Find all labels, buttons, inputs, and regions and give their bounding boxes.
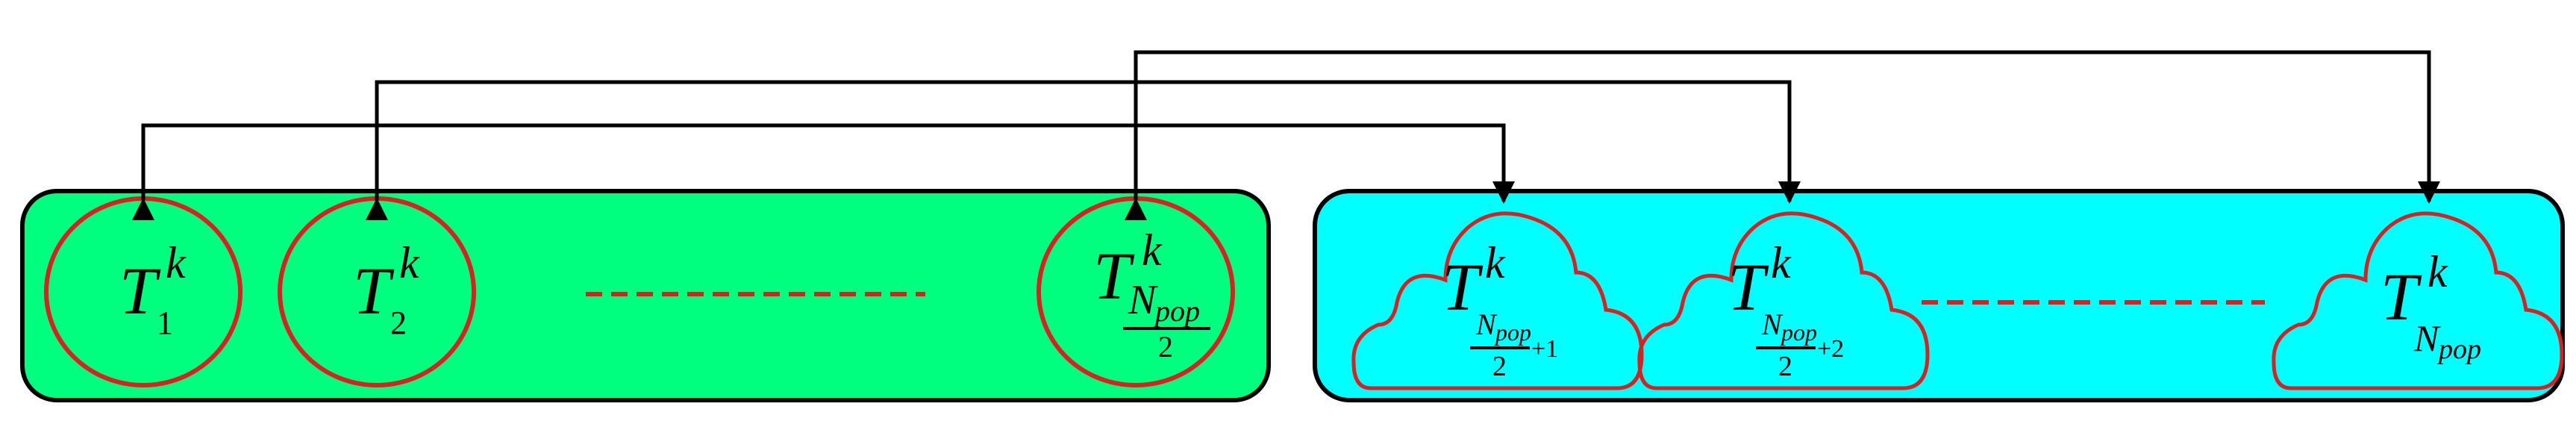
svg-text:2: 2	[1158, 330, 1173, 364]
svg-text:T: T	[2380, 261, 2422, 334]
svg-text:+1: +1	[1531, 335, 1558, 363]
left-node-2-label: T k 2	[353, 238, 420, 341]
connector-3	[1125, 50, 2440, 220]
svg-text:2: 2	[390, 305, 407, 341]
svg-text:1: 1	[157, 305, 173, 341]
svg-text:k: k	[166, 238, 187, 287]
right-node-3-label: T k N pop	[2380, 247, 2481, 365]
svg-text:T: T	[1728, 251, 1769, 325]
svg-text:N: N	[1761, 308, 1783, 341]
svg-text:k: k	[399, 238, 420, 287]
connector-2	[366, 80, 1801, 220]
right-node-1-label: T k N pop 2 +1	[1442, 238, 1558, 382]
connector-1	[132, 123, 1515, 220]
svg-text:pop: pop	[1153, 294, 1200, 328]
svg-text:T: T	[119, 255, 161, 328]
svg-text:pop: pop	[2436, 334, 2481, 365]
svg-text:k: k	[1142, 225, 1163, 275]
svg-text:T: T	[1442, 251, 1484, 325]
left-node-1-label: T k 1	[119, 238, 187, 341]
svg-text:2: 2	[1492, 351, 1507, 382]
svg-text:k: k	[1485, 238, 1506, 287]
svg-text:T: T	[1093, 240, 1135, 314]
svg-text:pop: pop	[1780, 319, 1817, 346]
svg-text:pop: pop	[1494, 319, 1531, 346]
svg-text:N: N	[1475, 308, 1498, 341]
svg-text:N: N	[1128, 277, 1158, 323]
svg-text:k: k	[1771, 238, 1792, 287]
left-node-3-label: T k N pop 2	[1093, 225, 1210, 364]
svg-text:+2: +2	[1817, 335, 1844, 363]
svg-text:2: 2	[1778, 351, 1792, 382]
svg-text:k: k	[2427, 247, 2448, 296]
svg-text:T: T	[353, 255, 395, 328]
svg-text:N: N	[2413, 317, 2441, 359]
right-node-2-label: T k N pop 2 +2	[1728, 238, 1844, 382]
